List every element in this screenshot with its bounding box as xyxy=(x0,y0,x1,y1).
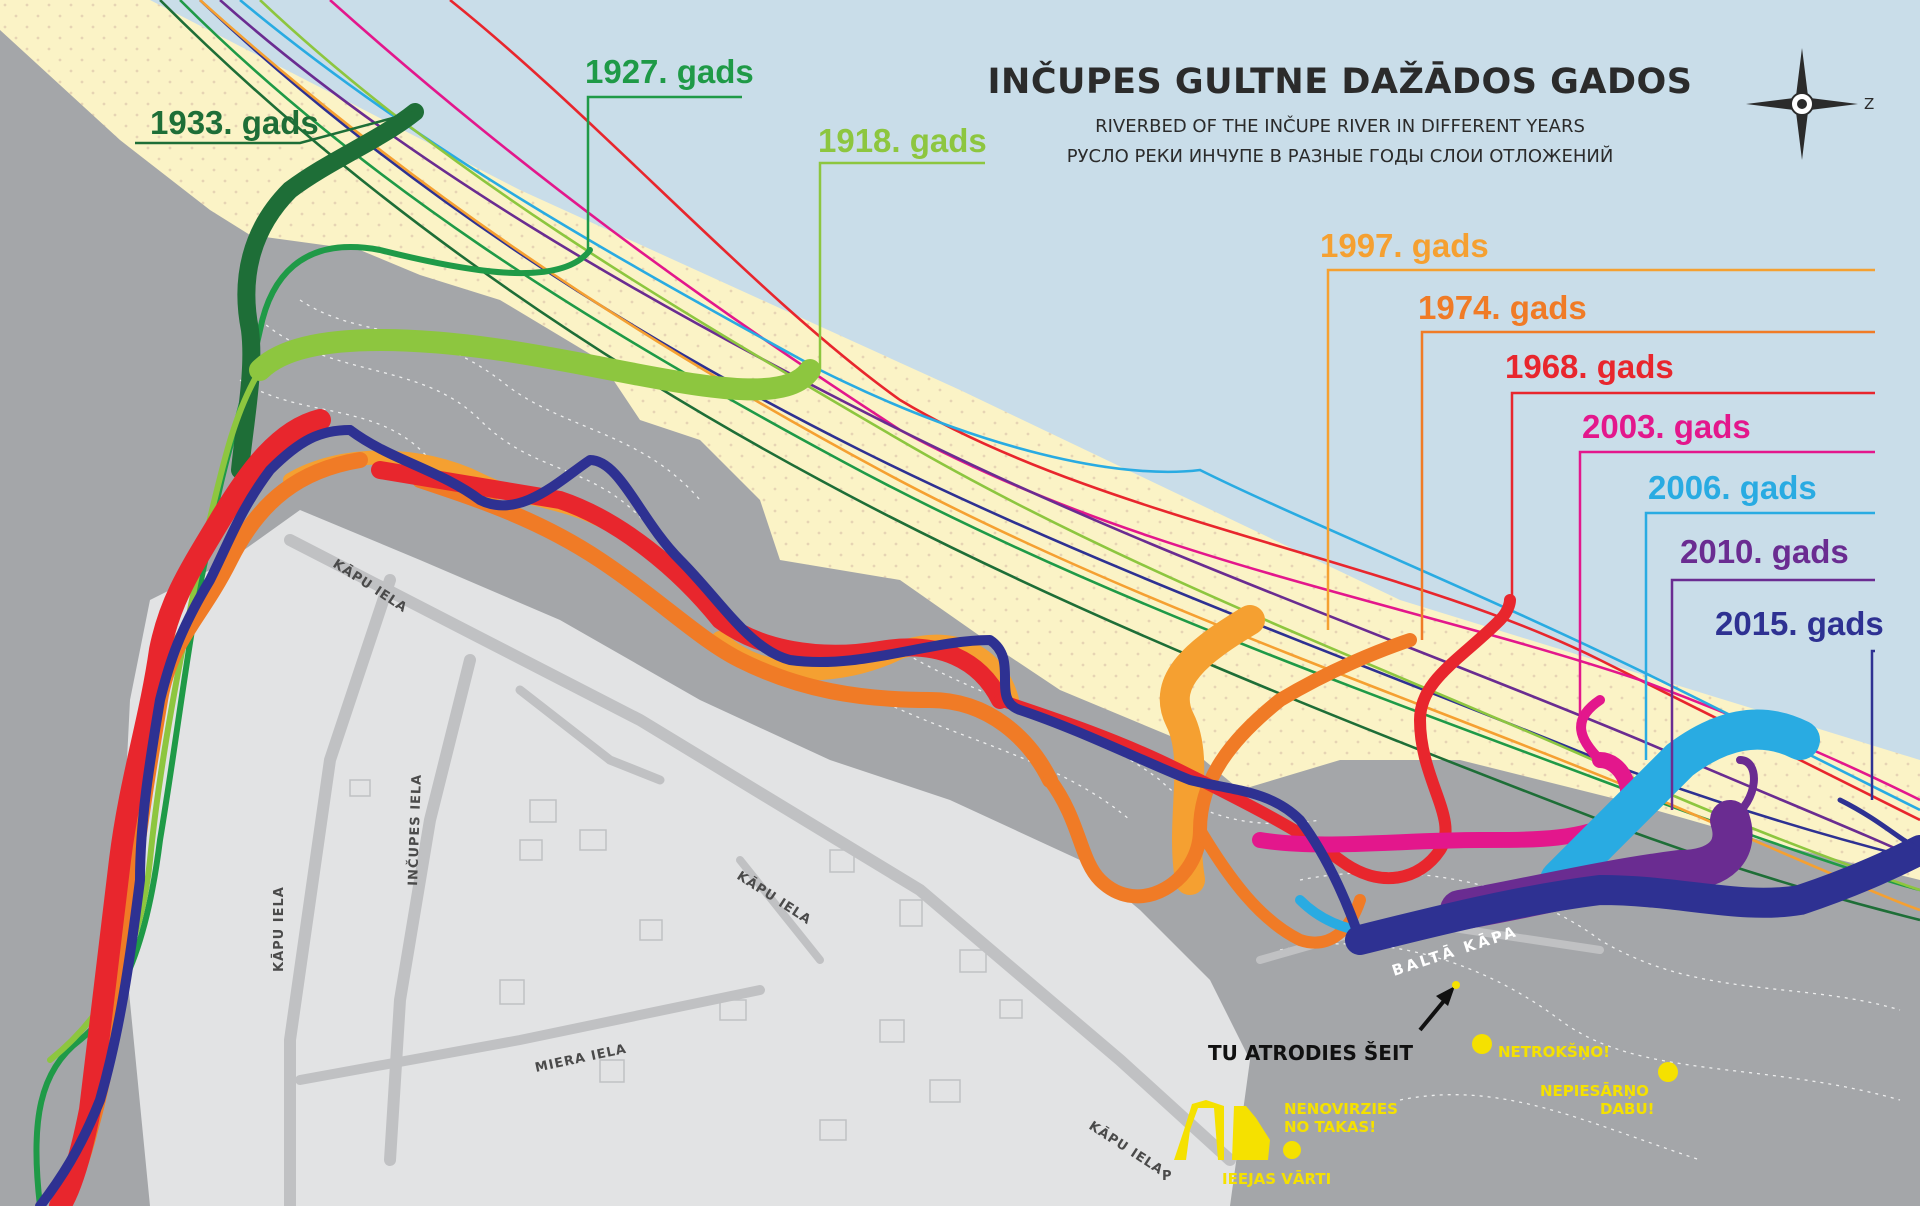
you-are-here-dot xyxy=(1452,981,1460,989)
poi-quiet-label: NETROKŠŅO! xyxy=(1498,1042,1610,1061)
compass-rose-icon xyxy=(1746,48,1858,160)
gate-icon xyxy=(1174,1100,1301,1160)
year-label-2003: 2003. gads xyxy=(1582,408,1751,445)
riverbeds xyxy=(33,103,1920,1206)
street-kapu-iela-3: KĀPU IELA xyxy=(272,886,287,972)
poi-no-litter-label-1: NEPIESĀRŅO xyxy=(1540,1080,1649,1100)
map-title: INČUPES GULTNE DAŽĀDOS GADOS xyxy=(987,62,1693,102)
buildings xyxy=(349,779,1023,1141)
year-label-1968: 1968. gads xyxy=(1505,348,1674,385)
year-label-1933: 1933. gads xyxy=(150,104,319,141)
poi-no-litter-label-2: DABU! xyxy=(1600,1100,1655,1118)
arrow-head xyxy=(1436,986,1455,1006)
poi-gate-label: IEEJAS VĀRTI xyxy=(1222,1168,1331,1188)
year-label-1927: 1927. gads xyxy=(585,53,754,90)
year-label-1997: 1997. gads xyxy=(1320,227,1489,264)
poi-no-litter-dot xyxy=(1658,1062,1678,1082)
year-label-1974: 1974. gads xyxy=(1418,289,1587,326)
poi-quiet-dot xyxy=(1472,1034,1492,1054)
leader-lines xyxy=(135,95,1875,810)
map-subtitle-en: RIVERBED OF THE INČUPE RIVER IN DIFFEREN… xyxy=(1095,116,1585,137)
street-incupes-iela: INČUPES IELA xyxy=(405,773,425,886)
year-label-2006: 2006. gads xyxy=(1648,469,1817,506)
compass-letter: Z xyxy=(1864,95,1874,113)
year-label-2010: 2010. gads xyxy=(1680,533,1849,570)
parking-icon: P xyxy=(1162,1169,1173,1184)
poi-stay-path-label-2: NO TAKAS! xyxy=(1284,1118,1376,1136)
map-subtitle-ru: РУСЛО РЕКИ ИНЧУПЕ В РАЗНЫЕ ГОДЫ СЛОИ ОТЛ… xyxy=(1066,146,1614,167)
year-label-1918: 1918. gads xyxy=(818,122,987,159)
year-label-2015: 2015. gads xyxy=(1715,605,1884,642)
you-are-here-label: TU ATRODIES ŠEIT xyxy=(1208,1041,1413,1065)
terrain-lines xyxy=(239,299,1901,1161)
poi-stay-path-label-1: NENOVIRZIES xyxy=(1284,1100,1398,1118)
